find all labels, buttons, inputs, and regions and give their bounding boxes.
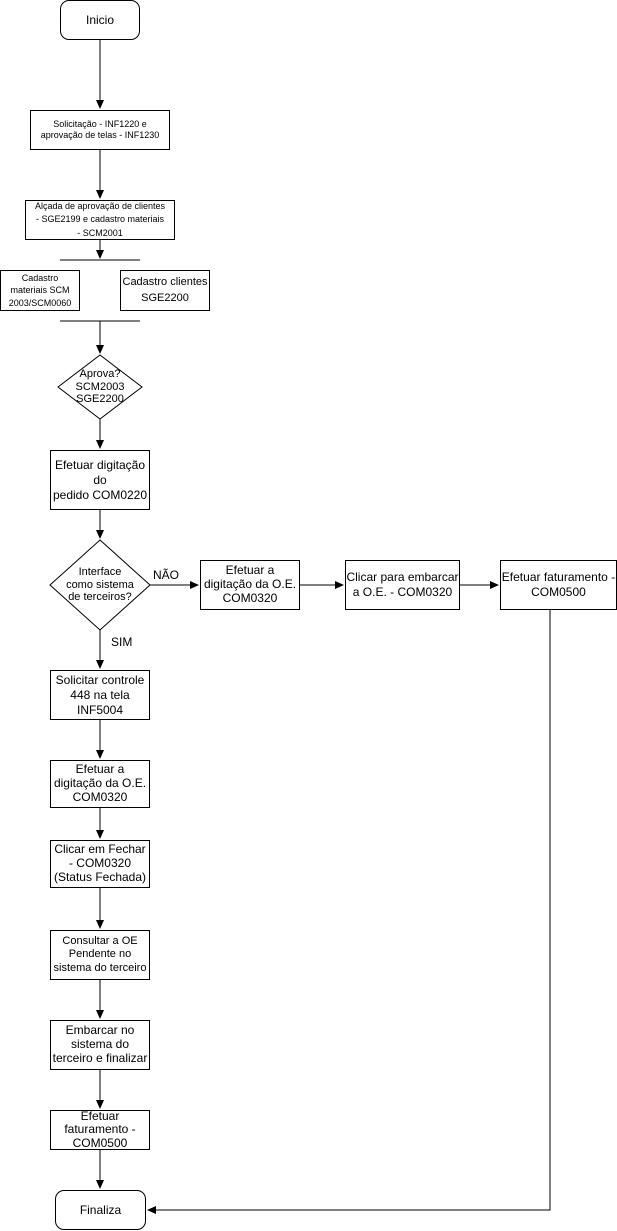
node-digitacao-oe-sim-label: Efetuar a digitação da O.E. COM0320 xyxy=(53,762,147,804)
node-alcada[interactable]: Alçada de aprovação de clientes - SGE219… xyxy=(25,200,175,240)
node-embarcar-label: Embarcar no sistema do terceiro e finali… xyxy=(52,1023,148,1065)
node-efetuar-pedido[interactable]: Efetuar digitação do pedido COM0220 xyxy=(50,450,150,510)
node-aprova-label: Aprova? SCM2003 SGE2200 xyxy=(75,368,125,406)
node-digitacao-oe-sim[interactable]: Efetuar a digitação da O.E. COM0320 xyxy=(50,760,150,808)
node-solicitar-controle-label: Solicitar controle 448 na tela INF5004 xyxy=(55,672,145,717)
node-inicio[interactable]: Inicio xyxy=(60,0,140,40)
node-finaliza[interactable]: Finaliza xyxy=(55,1190,146,1230)
node-solicitacao-label: Solicitação - INF1220 e aprovação de tel… xyxy=(40,118,160,140)
node-consultar-oe[interactable]: Consultar a OE Pendente no sistema do te… xyxy=(50,930,150,980)
edge-label-sim: SIM xyxy=(110,635,134,649)
node-finaliza-label: Finaliza xyxy=(79,1202,122,1217)
node-faturamento-sim-label: Efetuar faturamento - COM0500 xyxy=(64,1109,136,1150)
node-digitacao-oe-nao[interactable]: Efetuar a digitação da O.E. COM0320 xyxy=(200,560,300,610)
node-interface-label: Interface como sistema de terceiros? xyxy=(66,566,134,604)
node-inicio-label: Inicio xyxy=(85,12,114,27)
node-solicitar-controle[interactable]: Solicitar controle 448 na tela INF5004 xyxy=(50,670,150,720)
node-faturamento-nao-label: Efetuar faturamento - COM0500 xyxy=(501,570,616,599)
node-solicitacao[interactable]: Solicitação - INF1220 e aprovação de tel… xyxy=(30,110,170,150)
node-embarcar[interactable]: Embarcar no sistema do terceiro e finali… xyxy=(50,1020,150,1070)
node-cadastro-clientes-label: Cadastro clientes SGE2200 xyxy=(122,276,208,304)
node-faturamento-sim[interactable]: Efetuar faturamento - COM0500 xyxy=(50,1110,150,1150)
node-cadastro-materiais-label: Cadastro materiais SCM 2003/SCM0060 xyxy=(8,273,72,308)
arrow-faturamento-nao-finaliza xyxy=(147,610,551,1214)
node-interface[interactable]: Interface como sistema de terceiros? xyxy=(55,560,145,610)
node-aprova[interactable]: Aprova? SCM2003 SGE2200 xyxy=(62,362,138,412)
node-faturamento-nao[interactable]: Efetuar faturamento - COM0500 xyxy=(500,560,617,610)
node-cadastro-materiais[interactable]: Cadastro materiais SCM 2003/SCM0060 xyxy=(0,270,80,311)
node-clicar-fechar-label: Clicar em Fechar - COM0320 (Status Fecha… xyxy=(53,842,147,884)
node-alcada-label: Alçada de aprovação de clientes - SGE219… xyxy=(34,201,166,238)
node-clicar-embarcar-label: Clicar para embarcar a O.E. - COM0320 xyxy=(346,570,459,599)
node-cadastro-clientes[interactable]: Cadastro clientes SGE2200 xyxy=(120,270,210,311)
node-consultar-oe-label: Consultar a OE Pendente no sistema do te… xyxy=(53,935,147,974)
node-digitacao-oe-nao-label: Efetuar a digitação da O.E. COM0320 xyxy=(203,563,297,605)
node-clicar-embarcar[interactable]: Clicar para embarcar a O.E. - COM0320 xyxy=(345,560,460,610)
node-clicar-fechar[interactable]: Clicar em Fechar - COM0320 (Status Fecha… xyxy=(50,840,150,888)
node-efetuar-pedido-label: Efetuar digitação do pedido COM0220 xyxy=(52,457,148,502)
edge-label-nao: NÃO xyxy=(152,568,181,582)
